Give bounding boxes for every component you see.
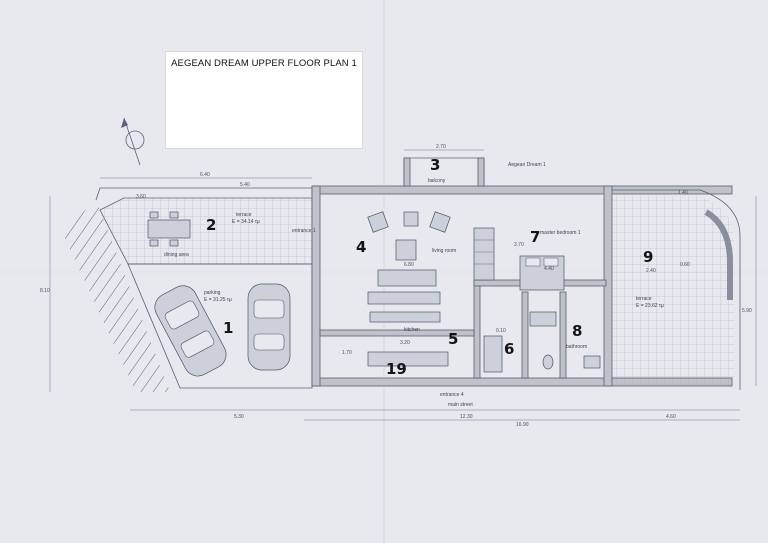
wall-bath	[521, 291, 529, 379]
toilet	[542, 354, 554, 370]
wall-bottom	[311, 377, 733, 387]
dimension-label: 6.80	[404, 262, 414, 268]
outer-wall	[95, 187, 313, 201]
dimension-label: 4.60	[666, 414, 676, 420]
dining-chair	[169, 239, 179, 247]
bed	[519, 255, 565, 291]
car-icon	[247, 283, 291, 371]
wall-mid-right	[603, 185, 613, 387]
terrace-right-planter	[704, 209, 733, 300]
label-living: living room	[432, 248, 456, 254]
dimension-label: 5.40	[240, 182, 250, 188]
room-number-4: 4	[356, 238, 366, 256]
dining-chair	[169, 211, 179, 219]
terrace-right-wall	[612, 189, 741, 390]
sofa	[377, 269, 437, 287]
label-entrance-4: entrance 4	[440, 392, 464, 398]
sink-counter	[529, 311, 557, 327]
tv-unit	[367, 291, 441, 305]
dimension-label: 6.40	[200, 172, 210, 178]
title-box: AEGEAN DREAM UPPER FLOOR PLAN 1	[166, 52, 362, 148]
wall-kitchen	[473, 279, 481, 379]
dimension-label: 5.90	[742, 308, 752, 314]
wall-left	[311, 185, 321, 387]
balcony-wall	[477, 157, 485, 187]
dimension-label: 1.40	[678, 190, 688, 196]
closet	[473, 227, 495, 281]
label-terrace-left: terrace	[236, 212, 252, 218]
wall-bedroom-bottom	[473, 279, 607, 287]
room-number-6: 6	[504, 340, 514, 358]
dimension-label: 5.30	[234, 414, 244, 420]
room-number-9: 9	[643, 248, 653, 266]
label-parking: parking	[204, 290, 221, 296]
dining-chair	[149, 239, 159, 247]
room-number-5: 5	[448, 330, 458, 348]
label-terrace-right-area: E = 23.62 τμ	[636, 303, 664, 309]
plan-title: AEGEAN DREAM UPPER FLOOR PLAN 1	[171, 58, 357, 69]
label-entrance-1: entrance 1	[292, 228, 316, 234]
label-parking-area: E = 31.25 τμ	[204, 297, 232, 303]
dimension-label: 12.30	[460, 414, 473, 420]
kitchen-counter	[369, 311, 441, 323]
dimension-label: 16.90	[516, 422, 529, 428]
label-kitchen: kitchen	[404, 327, 420, 333]
pillow	[543, 257, 559, 267]
label-main-street: main street	[448, 402, 473, 408]
dining-chair	[149, 211, 159, 219]
dimension-label: 4.40	[544, 266, 554, 272]
wardrobe	[483, 335, 503, 373]
room-number-8: 8	[572, 322, 582, 340]
balcony-outline	[403, 157, 485, 186]
balcony-wall	[403, 157, 411, 187]
label-terrace-left-area: E = 34.14 τμ	[232, 219, 260, 225]
pillow	[525, 257, 541, 267]
parking-outline	[127, 263, 313, 389]
label-dining: dining area	[164, 252, 189, 258]
street-hatching	[62, 200, 170, 392]
label-balcony: balcony	[428, 178, 446, 184]
kitchen-counter-bottom	[367, 351, 449, 367]
terrace-left-tiles	[100, 198, 312, 264]
wall-bath-2	[559, 291, 567, 379]
coffee-table	[395, 239, 417, 261]
label-master: master bedroom 1	[540, 230, 581, 236]
room-number-1: 1	[223, 319, 233, 337]
wall-kitchen-top	[319, 329, 475, 337]
north-arrow-icon	[121, 117, 145, 166]
room-number-2: 2	[206, 216, 216, 234]
armchair	[367, 211, 389, 233]
armchair	[429, 211, 451, 233]
room-number-3: 3	[430, 156, 440, 174]
terrace-right-tiles	[612, 196, 734, 386]
label-aegean: Aegean Dream 1	[508, 162, 546, 168]
dimension-label: 1.70	[342, 350, 352, 356]
shower	[583, 355, 601, 369]
dimension-label: 3.60	[136, 194, 146, 200]
dimension-label: 3.20	[400, 340, 410, 346]
room-number-7: 7	[530, 228, 540, 246]
dimension-label: 0.60	[680, 262, 690, 268]
dimension-label: 8.10	[40, 288, 50, 294]
dimension-label: 2.70	[436, 144, 446, 150]
dining-table	[147, 219, 191, 239]
car-icon	[154, 285, 227, 377]
room-number-19: 19	[386, 360, 407, 378]
terrace-left-outline	[99, 197, 313, 265]
dimension-label: 0.10	[496, 328, 506, 334]
label-bathroom: bathroom	[566, 344, 587, 350]
dimension-label: 2.40	[646, 268, 656, 274]
side-table	[403, 211, 419, 227]
dimension-label: 3.70	[514, 242, 524, 248]
label-terrace-right: terrace	[636, 296, 652, 302]
wall-top	[311, 185, 733, 195]
